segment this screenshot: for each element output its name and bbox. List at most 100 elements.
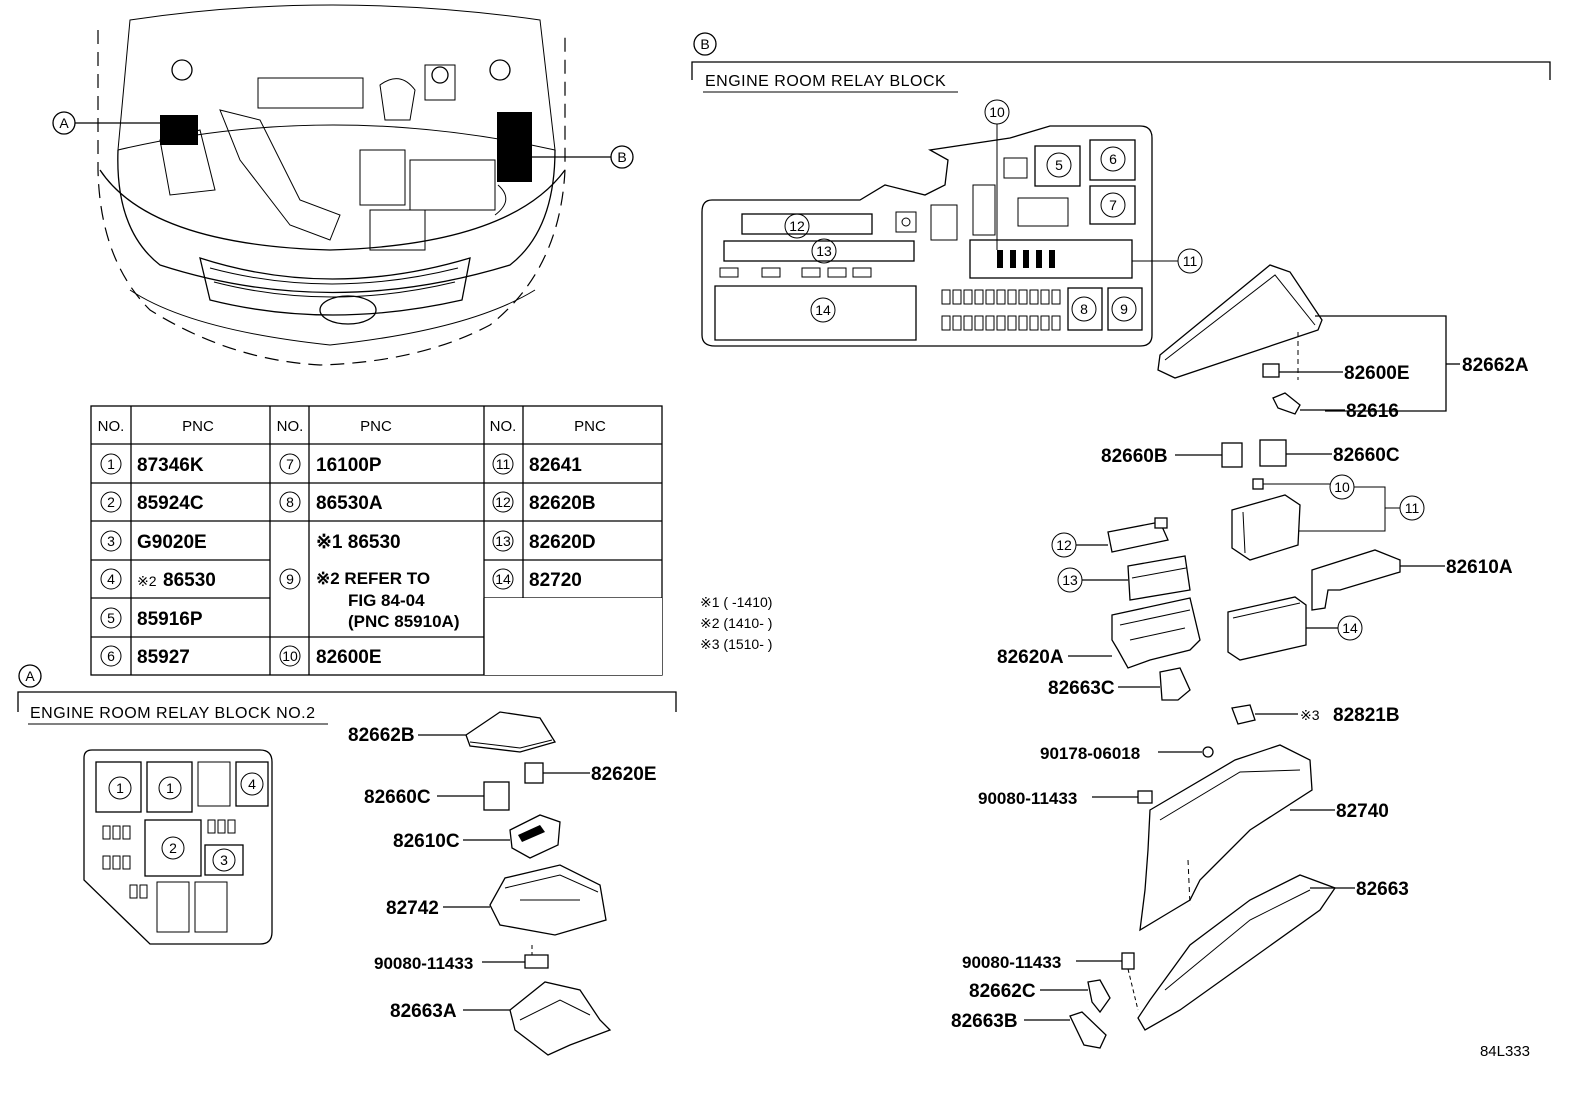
svg-text:85927: 85927 <box>137 647 190 668</box>
callout: 12 <box>1051 532 1077 558</box>
svg-text:85916P: 85916P <box>137 609 203 630</box>
table-row: 13 82620D <box>492 530 596 553</box>
part-90178-06018: 90178-06018 <box>1040 744 1140 763</box>
diagram-code: 84L333 <box>1480 1043 1530 1060</box>
svg-text:1: 1 <box>116 780 124 796</box>
svg-text:(PNC 85910A): (PNC 85910A) <box>348 612 460 631</box>
svg-text:※3: ※3 <box>1300 707 1320 723</box>
callout: 11 <box>1132 248 1203 274</box>
svg-text:10: 10 <box>989 104 1005 120</box>
header-pnc-3: PNC <box>574 418 606 435</box>
callout: 1 <box>158 776 182 800</box>
svg-text:3: 3 <box>220 852 228 868</box>
svg-text:16100P: 16100P <box>316 455 382 476</box>
footnotes: ※1 ( -1410) ※2 (1410- ) ※3 (1510- ) <box>700 594 772 652</box>
table-row: 14 82720 <box>492 568 582 591</box>
part-82620E: 82620E <box>591 764 657 785</box>
table-row: 11 82641 <box>492 453 582 476</box>
part-82660C: 82660C <box>364 787 431 808</box>
callout: 2 <box>161 836 185 860</box>
svg-text:8: 8 <box>1080 301 1088 317</box>
svg-text:2: 2 <box>107 494 115 510</box>
svg-text:86530: 86530 <box>163 570 216 591</box>
svg-text:※1 ( -1410): ※1 ( -1410) <box>700 594 772 610</box>
svg-text:7: 7 <box>1109 197 1117 213</box>
engine-bay-illustration <box>97 4 566 366</box>
table-row: 2 85924C <box>100 491 204 514</box>
parts-a: 82662B 82620E 82660C 82610C 82742 90080-… <box>348 711 657 1056</box>
svg-text:13: 13 <box>495 533 511 549</box>
svg-text:10: 10 <box>282 648 298 664</box>
part-82663B: 82663B <box>951 1011 1018 1032</box>
svg-text:3: 3 <box>107 533 115 549</box>
svg-text:FIG 84-04: FIG 84-04 <box>348 591 425 610</box>
table-row: 3 G9020E <box>100 530 207 553</box>
callout: 10 <box>1329 474 1355 500</box>
part-82660B: 82660B <box>1101 446 1168 467</box>
svg-text:A: A <box>25 668 35 684</box>
callout: 14 <box>1337 615 1363 641</box>
svg-text:11: 11 <box>1183 253 1198 269</box>
parts-b: 82662A 82600E 82616 82660B 82660C 10 11 … <box>951 264 1529 1049</box>
table-row: 1 87346K <box>100 453 204 476</box>
svg-text:9: 9 <box>1120 301 1128 317</box>
part-82740: 82740 <box>1336 801 1389 822</box>
svg-text:B: B <box>617 149 626 165</box>
svg-text:12: 12 <box>495 494 511 510</box>
part-82600E: 82600E <box>1344 363 1410 384</box>
callout: 11 <box>1399 495 1425 521</box>
callout: 7 <box>1100 192 1126 218</box>
svg-text:11: 11 <box>496 456 511 472</box>
part-82663A: 82663A <box>390 1001 457 1022</box>
part-82663: 82663 <box>1356 879 1409 900</box>
part-90080-11433-a: 90080-11433 <box>374 954 473 973</box>
svg-text:82641: 82641 <box>529 455 582 476</box>
table-row: 10 82600E <box>279 645 382 668</box>
svg-text:4: 4 <box>248 776 256 792</box>
part-82821B: 82821B <box>1333 705 1400 726</box>
svg-text:82600E: 82600E <box>316 647 382 668</box>
header-no-3: NO. <box>490 418 517 435</box>
svg-text:82620B: 82620B <box>529 493 596 514</box>
svg-text:2: 2 <box>169 840 177 856</box>
callout: 13 <box>1057 567 1083 593</box>
table-row: 12 82620B <box>492 491 596 514</box>
svg-text:1: 1 <box>166 780 174 796</box>
header-no-2: NO. <box>277 418 304 435</box>
svg-text:B: B <box>700 36 709 52</box>
table-row: 5 85916P <box>100 607 203 630</box>
callout: 9 <box>1111 296 1137 322</box>
svg-text:A: A <box>59 115 69 131</box>
table-row: 4 ※2 86530 <box>100 568 216 591</box>
table-row: 7 16100P <box>279 453 382 476</box>
table-row: 8 86530A <box>279 491 383 514</box>
table-row: 9 ※1 86530 ※2 REFER TO FIG 84-04 (PNC 85… <box>279 532 460 631</box>
section-a-header: A ENGINE ROOM RELAY BLOCK NO.2 <box>17 664 677 725</box>
svg-text:12: 12 <box>789 218 805 234</box>
svg-text:14: 14 <box>1342 620 1358 636</box>
callout: 12 <box>784 213 810 239</box>
section-b-header: B ENGINE ROOM RELAY BLOCK <box>691 32 1551 93</box>
part-82662A: 82662A <box>1462 355 1529 376</box>
callout: 14 <box>810 297 836 323</box>
callout: 6 <box>1100 146 1126 172</box>
svg-text:※2 REFER TO: ※2 REFER TO <box>316 569 430 588</box>
callout: 5 <box>1046 152 1072 178</box>
svg-text:G9020E: G9020E <box>137 532 207 553</box>
part-90080-11433-b: 90080-11433 <box>978 789 1077 808</box>
callout: 13 <box>811 238 837 264</box>
svg-text:11: 11 <box>1405 500 1420 516</box>
relay-block-no2: 1 1 2 3 4 <box>83 749 273 945</box>
svg-text:13: 13 <box>1062 572 1078 588</box>
part-82662B: 82662B <box>348 725 415 746</box>
overview-marker-b: B <box>532 145 634 169</box>
svg-text:※2 (1410- ): ※2 (1410- ) <box>700 615 772 631</box>
svg-text:82620D: 82620D <box>529 532 596 553</box>
svg-text:8: 8 <box>286 494 294 510</box>
relay-block-b: 5 6 7 8 9 10 11 12 13 14 <box>701 99 1203 347</box>
svg-text:5: 5 <box>107 610 115 626</box>
svg-text:14: 14 <box>815 302 831 318</box>
svg-text:10: 10 <box>1334 479 1350 495</box>
header-no-1: NO. <box>98 418 125 435</box>
